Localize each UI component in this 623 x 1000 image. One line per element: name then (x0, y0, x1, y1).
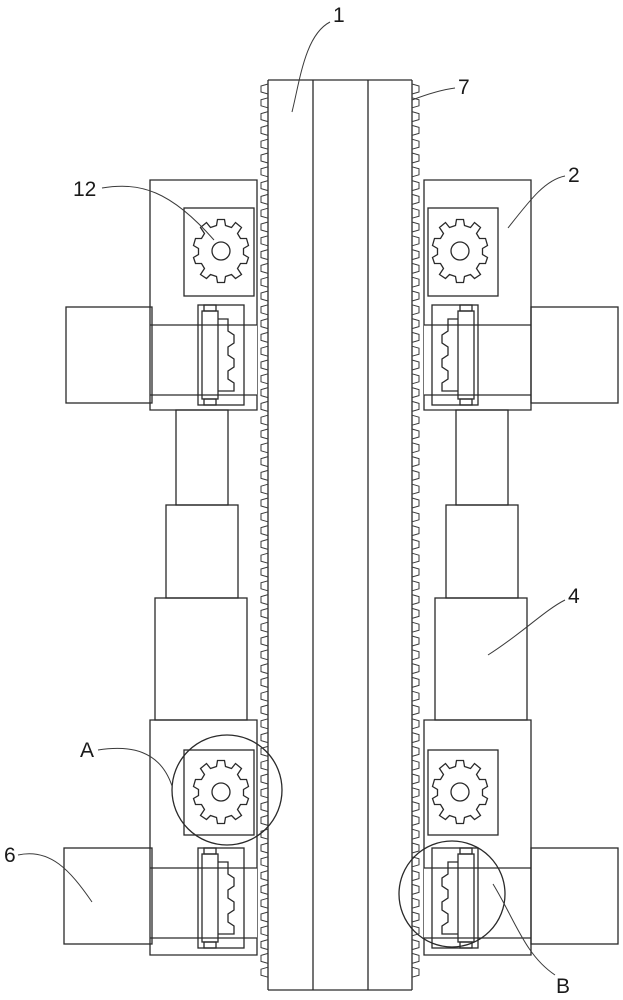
leader-b (492, 883, 556, 976)
detail-circle-a (171, 734, 283, 846)
detail-circle-b (398, 840, 506, 948)
right-telescopic-column (434, 409, 528, 721)
label-4: 4 (568, 585, 580, 608)
label-a: A (80, 739, 94, 762)
upper-left-housing (149, 179, 258, 411)
upper-right-outer-block (530, 306, 619, 404)
leader-6 (17, 853, 93, 903)
lower-left-outer-block (63, 847, 153, 945)
leader-1 (291, 21, 331, 113)
leader-a (97, 747, 173, 787)
label-b: B (556, 975, 570, 998)
lower-right-gear-icon (431, 759, 489, 825)
leader-12 (101, 185, 215, 241)
label-7: 7 (458, 76, 470, 99)
label-2: 2 (568, 164, 580, 187)
lower-left-housing (149, 719, 258, 956)
upper-left-outer-block (65, 306, 153, 404)
left-telescopic-column (154, 409, 248, 721)
central-shaft (262, 79, 414, 991)
label-6: 6 (4, 844, 16, 867)
left-rack-teeth (260, 83, 269, 978)
upper-left-gear-icon (192, 218, 250, 284)
leader-2 (507, 175, 566, 229)
leader-7 (411, 87, 456, 101)
lower-left-gear-icon (192, 759, 250, 825)
upper-right-gear-icon (431, 218, 489, 284)
leader-4 (487, 599, 566, 656)
label-12: 12 (73, 178, 96, 201)
lower-right-outer-block (530, 847, 619, 945)
label-1: 1 (333, 4, 345, 27)
right-rack-teeth (411, 83, 420, 978)
